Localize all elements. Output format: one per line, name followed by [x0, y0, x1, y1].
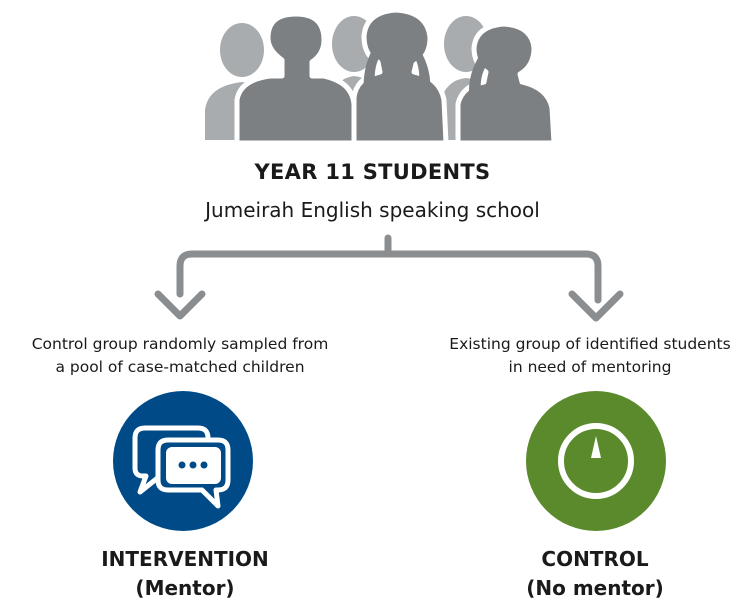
page-subtitle: Jumeirah English speaking school — [205, 198, 540, 222]
intervention-description-line2: a pool of case-matched children — [55, 358, 305, 376]
intervention-description-line1: Control group randomly sampled from — [31, 335, 329, 353]
control-description-line2: in need of mentoring — [508, 358, 672, 376]
arrow-left-icon — [154, 290, 206, 320]
control-description-line1: Existing group of identified students — [449, 335, 731, 353]
intervention-group-name: INTERVENTION — [101, 547, 269, 571]
arrow-right-icon — [568, 290, 624, 322]
compass-icon — [526, 391, 666, 531]
page-title: YEAR 11 STUDENTS — [254, 160, 491, 184]
control-group-sublabel: (No mentor) — [526, 576, 664, 600]
control-group-name: CONTROL — [541, 547, 649, 571]
intervention-description: Control group randomly sampled from a po… — [0, 333, 360, 379]
intervention-group-sublabel: (Mentor) — [135, 576, 235, 600]
intervention-label: INTERVENTION (Mentor) — [70, 545, 300, 603]
front-row-silhouettes — [234, 7, 557, 146]
connector-bar — [176, 250, 602, 304]
control-label: CONTROL (No mentor) — [480, 545, 710, 603]
speech-bubbles-icon — [113, 391, 253, 531]
control-description: Existing group of identified students in… — [420, 333, 745, 379]
